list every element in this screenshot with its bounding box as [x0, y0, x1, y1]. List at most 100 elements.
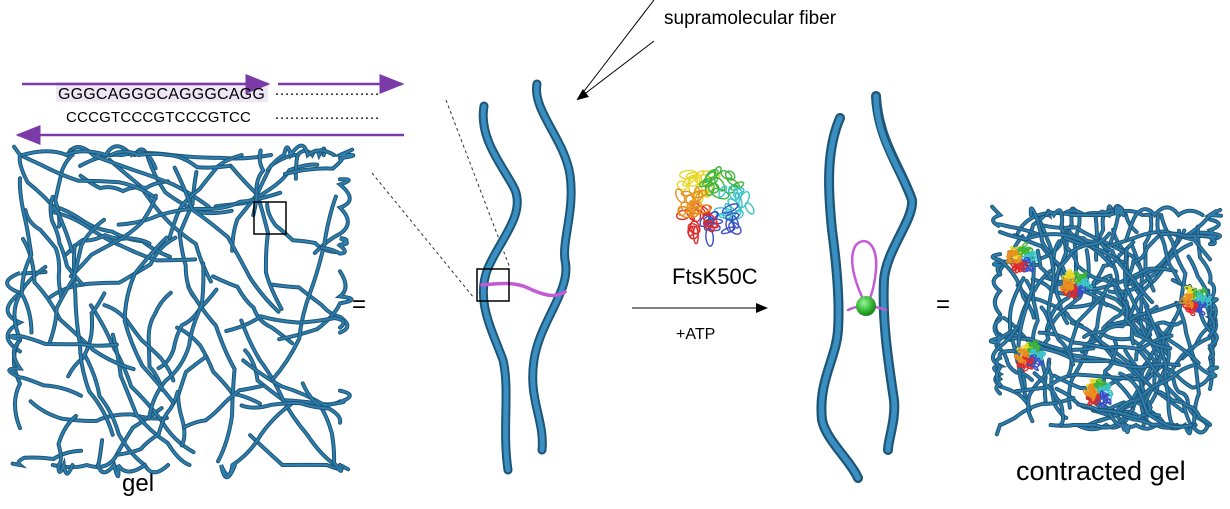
gel-fiber-highlight	[64, 234, 151, 256]
bound-hexamer-4-subunit-0	[1068, 270, 1076, 278]
gel-fiber-highlight	[8, 339, 82, 397]
contracted-fiber-highlight	[1048, 214, 1081, 322]
ftsk-motor	[856, 296, 876, 316]
gel-fiber-highlight	[21, 145, 157, 170]
gel-fiber-highlight	[123, 236, 175, 404]
gel-fiber-highlight	[11, 449, 83, 467]
contracted-fiber-highlight	[1104, 405, 1178, 430]
contracted-fiber-highlight	[1029, 207, 1050, 253]
bound-hexamer-2-subunit-2	[1029, 350, 1037, 356]
bound-hexamer-2-subunit-5	[1014, 355, 1021, 362]
bound-hexamer-3-subunit-0	[1089, 378, 1096, 383]
bound-hexamer-3-subunit-2	[1099, 386, 1104, 395]
bound-hexamer-4-subunit-5	[1064, 286, 1070, 294]
gel-fiber-highlight	[24, 209, 62, 298]
gel-fiber-highlight	[278, 270, 353, 341]
fiber-left-after-highlight	[818, 115, 861, 481]
contracted-fiber-highlight	[1077, 403, 1160, 419]
contracted-fiber-highlight	[991, 205, 1043, 237]
gel-fiber-highlight	[49, 195, 84, 286]
bound-hexamer-4-subunit-3	[1077, 289, 1084, 294]
gel-fiber-highlight	[103, 304, 175, 382]
zoom-lines	[371, 99, 511, 299]
gel-fiber-highlight	[47, 236, 177, 300]
bound-hexamer-3-subunit-3	[1102, 392, 1108, 397]
gel-fiber-highlight	[53, 205, 171, 258]
gel-fiber-highlight	[320, 237, 348, 255]
hexamer-subunit-5	[692, 186, 700, 205]
bound-hexamer-4-subunit-4	[1065, 290, 1072, 298]
top-strand-highlight	[56, 82, 268, 102]
gel-fiber-highlight	[229, 164, 283, 310]
contracted-fiber-highlight	[1049, 408, 1135, 429]
contracted-fiber-highlight	[1052, 232, 1111, 289]
bound-hexamer-3-subunit-4	[1092, 399, 1098, 406]
contracted-fiber-highlight	[1045, 249, 1090, 335]
hexamer-subunit-5	[677, 205, 688, 217]
bound-hexamer-0-subunit-1	[1021, 247, 1027, 253]
bound-hexamer-2-subunit-4	[1021, 355, 1029, 362]
annotation-arrow	[576, 40, 655, 101]
contracted-fiber-highlight	[1182, 209, 1222, 238]
hexamer-subunit-5	[686, 202, 701, 215]
bound-hexamer-3-subunit-5	[1088, 391, 1096, 397]
bound-hexamer-3-subunit-5	[1087, 385, 1095, 392]
hexamer-subunit-2	[734, 191, 743, 210]
fiber-right-after-highlight	[873, 93, 915, 453]
gel-fiber	[270, 194, 338, 382]
gel-fiber	[66, 291, 107, 379]
bound-hexamer-1-subunit-5	[1189, 301, 1194, 309]
bottom-strand-continuation: …………………	[274, 106, 380, 123]
gel-fiber-highlight	[301, 382, 343, 472]
bound-hexamer-0-subunit-2	[1029, 254, 1035, 261]
hexamer-subunit-5	[685, 193, 694, 205]
hexamer-subunit-2	[732, 188, 743, 199]
contracted-fiber-highlight	[1067, 297, 1105, 409]
hexamer-subunit-0	[687, 176, 701, 187]
gel-label: gel	[122, 470, 155, 497]
bound-hexamer-0-subunit-1	[1022, 241, 1028, 248]
gel-fiber-highlight	[187, 286, 236, 463]
bound-hexamer-2-subunit-3	[1037, 357, 1041, 363]
bound-hexamer	[1082, 377, 1114, 409]
bound-hexamer-0-subunit-5	[1006, 254, 1011, 260]
bound-hexamer-3-subunit-2	[1105, 384, 1111, 392]
linker-dna	[480, 281, 567, 298]
bound-hexamer-2-subunit-1	[1031, 343, 1039, 348]
equals-sign-2: =	[936, 291, 951, 318]
bound-hexamer-1-subunit-5	[1186, 297, 1192, 302]
hexamer-subunit-3	[720, 226, 736, 235]
contracted-fiber-highlight	[1124, 247, 1200, 364]
gel-fiber-highlight	[67, 292, 106, 378]
contracted-fiber-highlight	[1047, 253, 1074, 366]
bound-hexamer-2-subunit-3	[1038, 360, 1044, 366]
contracted-fiber-highlight	[995, 349, 1015, 395]
bound-hexamer-2-subunit-5	[1017, 348, 1023, 354]
bound-hexamer-0-subunit-5	[1014, 249, 1019, 256]
bound-hexamer	[1059, 268, 1093, 299]
gel-fiber-highlight	[89, 304, 195, 454]
bound-hexamer-3-subunit-5	[1084, 391, 1089, 396]
hexamer-subunit-2	[733, 209, 744, 220]
gel-fiber-highlight	[13, 145, 74, 253]
gel-fiber-highlight	[240, 319, 337, 466]
contracted-fiber-highlight	[1083, 305, 1158, 338]
gel-fiber-highlight	[183, 384, 263, 429]
bound-hexamer-3-subunit-5	[1091, 387, 1097, 396]
bound-hexamer-2-subunit-2	[1029, 348, 1037, 354]
contracted-fiber-highlight	[1045, 209, 1068, 246]
bound-hexamer-2-subunit-5	[1020, 350, 1027, 356]
contracted-fiber-highlight	[1122, 300, 1172, 350]
hexamer-subunit-0	[692, 170, 705, 180]
contracted-fiber-highlight	[1187, 255, 1216, 337]
gel-fiber-highlight	[313, 178, 351, 254]
gel-fiber-highlight	[18, 177, 33, 334]
hexamer-subunit-3	[721, 203, 739, 214]
bound-hexamer-2-subunit-4	[1022, 361, 1028, 368]
gel-fiber-highlight	[173, 166, 280, 313]
bound-hexamer-4-subunit-4	[1072, 292, 1078, 299]
gel-fiber-highlight	[267, 144, 335, 171]
contracted-fiber-highlight	[1185, 218, 1222, 242]
ftsk-hexamer	[675, 166, 755, 247]
gel-fiber-highlight	[252, 149, 265, 217]
